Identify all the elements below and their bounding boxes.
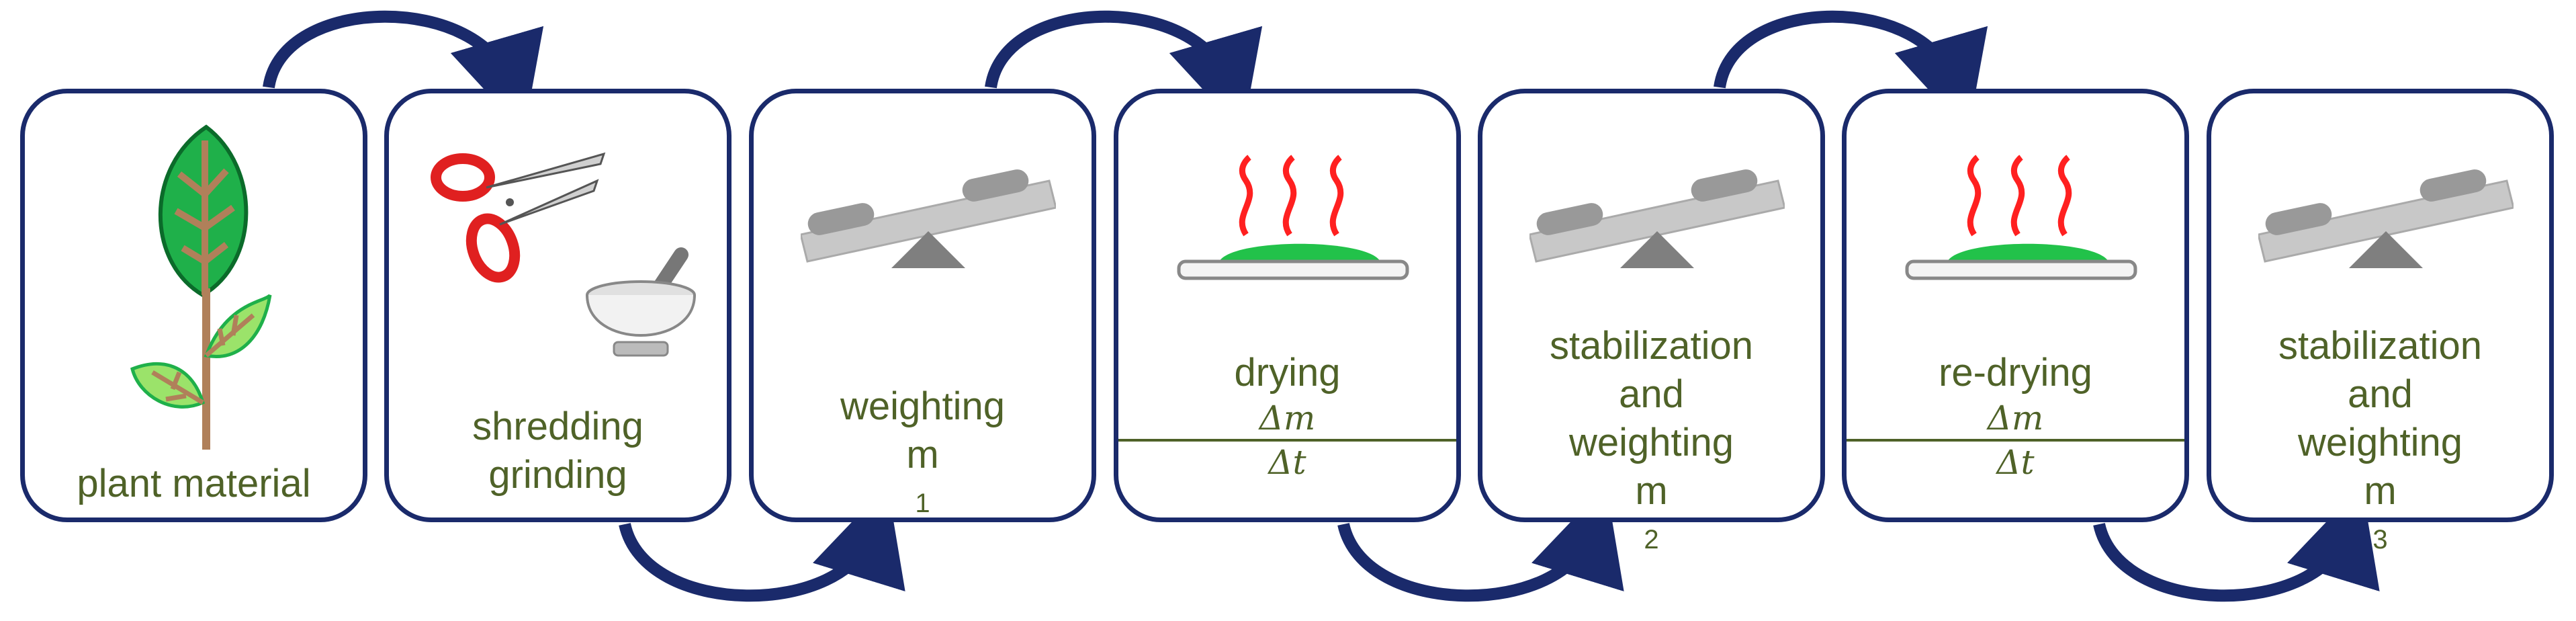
leaf-plant-icon: [130, 124, 272, 450]
drying-tray-icon: [1177, 155, 1409, 280]
rate-fraction: Δm Δt: [1118, 397, 1456, 483]
balance-scale-icon: [2258, 169, 2514, 268]
step-shredding-grinding: shredding grinding: [384, 89, 731, 522]
balance-scale-icon: [1529, 169, 1785, 268]
arrow-bottom-2-3: [619, 485, 905, 602]
arrow-bottom-4-5: [1337, 485, 1624, 602]
arrow-bottom-6-7: [2093, 485, 2380, 602]
arrow-top-1-2: [263, 10, 543, 133]
step-label: shredding grinding: [472, 405, 643, 497]
step-label: re-drying Δm Δt: [1847, 349, 2184, 483]
step-label: drying Δm Δt: [1118, 349, 1456, 483]
arrow-top-5-6: [1714, 10, 1988, 133]
step-re-drying: re-drying Δm Δt: [1842, 89, 2189, 522]
step-label: plant material: [77, 462, 311, 505]
step-plant-material: plant material: [20, 89, 367, 522]
step-drying: drying Δm Δt: [1114, 89, 1461, 522]
scissors-icon: [431, 152, 606, 283]
drying-tray-icon: [1905, 155, 2137, 280]
rate-fraction: Δm Δt: [1847, 397, 2184, 483]
balance-scale-icon: [801, 169, 1056, 268]
arrow-top-3-4: [985, 10, 1262, 133]
mortar-pestle-icon: [586, 247, 696, 357]
